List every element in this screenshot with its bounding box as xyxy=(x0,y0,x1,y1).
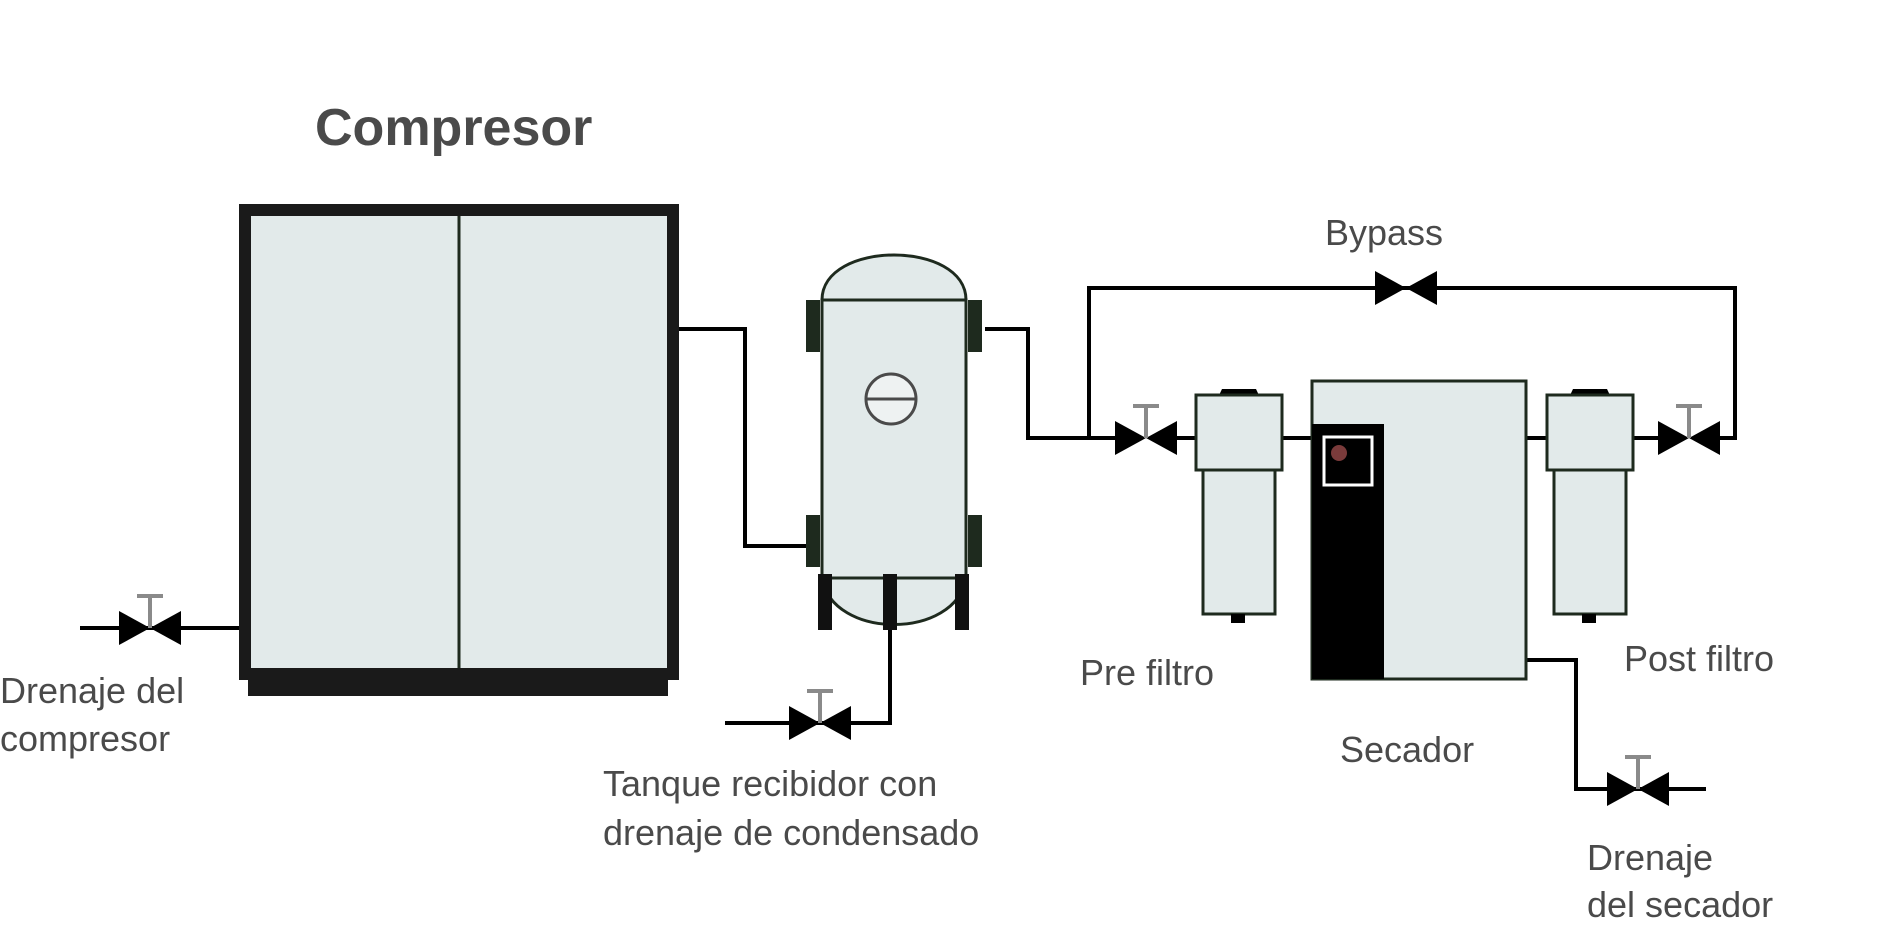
dryer xyxy=(1310,379,1528,681)
pre-filter-drain-port xyxy=(1231,614,1245,623)
post-filter-bowl xyxy=(1552,468,1628,616)
tank-flange-top-right xyxy=(968,300,982,352)
post-filter-head xyxy=(1545,393,1635,472)
tank-leg-center xyxy=(883,574,897,630)
gate-valve-icon xyxy=(789,689,851,740)
post-filter xyxy=(1545,389,1635,623)
pressure-gauge-icon xyxy=(864,372,918,426)
gate-valve-icon xyxy=(1607,755,1669,806)
dryer-drain-pipe xyxy=(1526,658,1706,791)
compressor-label: Compresor xyxy=(315,99,592,157)
dryer-display xyxy=(1322,435,1374,487)
receiver-tank-label-line1: Tanque recibidor con xyxy=(603,763,937,804)
receiver-tank xyxy=(806,253,982,630)
tank-body xyxy=(820,298,968,580)
bypass-label: Bypass xyxy=(1325,212,1443,253)
pre-filter-head xyxy=(1194,393,1284,472)
dryer-label: Secador xyxy=(1340,729,1474,770)
post-filter-label: Post filtro xyxy=(1624,638,1774,679)
dryer-drain-label-line1: Drenaje xyxy=(1587,837,1713,878)
pre-filter-bowl xyxy=(1201,468,1277,616)
bypass-pipe xyxy=(1087,286,1737,440)
tank-flange-bottom-left xyxy=(806,515,820,567)
compressor-drain-label-line2: compresor xyxy=(0,718,170,759)
dryer-drain-label-line2: del secador xyxy=(1587,884,1773,925)
gate-valve-icon xyxy=(1375,271,1437,305)
receiver-tank-label-line2: drenaje de condensado xyxy=(603,812,979,853)
tank-drain-pipe xyxy=(725,612,892,725)
gate-valve-icon xyxy=(1115,404,1177,455)
gate-valve-icon xyxy=(119,594,181,645)
tank-top-head xyxy=(820,253,968,302)
tank-leg-left xyxy=(818,574,832,630)
compressor xyxy=(239,204,679,696)
tank-leg-right xyxy=(955,574,969,630)
tank-flange-top-left xyxy=(806,300,820,352)
compressor-drain-label-line1: Drenaje del xyxy=(0,670,184,711)
tank-flange-bottom-right xyxy=(968,515,982,567)
post-filter-drain-port xyxy=(1582,614,1596,623)
compressor-to-tank-pipe xyxy=(675,327,808,548)
pre-filter-label: Pre filtro xyxy=(1080,652,1214,693)
dryer-indicator-light xyxy=(1331,445,1347,461)
gate-valve-icon xyxy=(1658,404,1720,455)
pre-filter xyxy=(1194,389,1284,623)
tank-outlet-pipe xyxy=(985,327,1122,440)
